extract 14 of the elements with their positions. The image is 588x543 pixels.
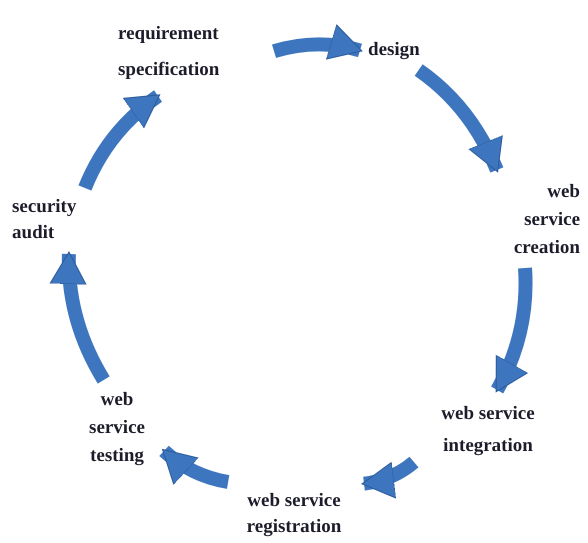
stage-label: security audit [12,194,107,246]
stage-label: web service registration [232,488,356,540]
curved-arrow [159,446,230,489]
curved-arrow [272,24,362,60]
curved-arrow [78,90,162,191]
stage-label: requirement specification [118,16,268,88]
stage-label: web service creation [492,178,580,262]
curved-arrow [50,252,110,384]
stage-label: web service integration [420,398,556,462]
stage-label: design [368,36,438,64]
curved-arrow [490,268,532,394]
curved-arrow [414,64,504,173]
curved-arrow [362,456,418,498]
stage-label: web service testing [78,386,156,470]
